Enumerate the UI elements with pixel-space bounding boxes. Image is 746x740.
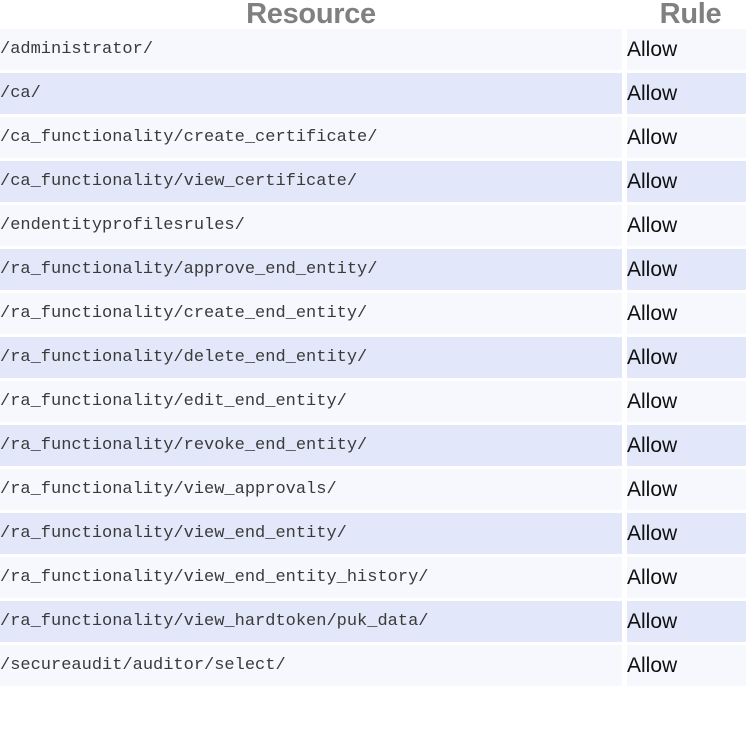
rule-cell: Allow: [627, 557, 746, 601]
resource-cell: /ca/: [0, 73, 622, 117]
resource-cell: /endentityprofilesrules/: [0, 205, 622, 249]
column-gutter: [622, 513, 627, 557]
table-header-row: Resource Rule: [0, 0, 746, 29]
resource-cell: /ra_functionality/view_end_entity_histor…: [0, 557, 622, 601]
table-row[interactable]: /ra_functionality/approve_end_entity/All…: [0, 249, 746, 293]
resource-cell: /secureaudit/auditor/select/: [0, 645, 622, 689]
column-header-resource[interactable]: Resource: [0, 0, 622, 29]
column-header-rule[interactable]: Rule: [627, 0, 746, 29]
resource-cell: /ra_functionality/view_hardtoken/puk_dat…: [0, 601, 622, 645]
column-gutter: [622, 337, 627, 381]
rule-cell: Allow: [627, 249, 746, 293]
column-gutter: [622, 645, 627, 689]
resource-cell: /ra_functionality/view_approvals/: [0, 469, 622, 513]
table-row[interactable]: /ra_functionality/view_end_entity_histor…: [0, 557, 746, 601]
rule-cell: Allow: [627, 337, 746, 381]
rule-cell: Allow: [627, 469, 746, 513]
rule-cell: Allow: [627, 117, 746, 161]
rule-cell: Allow: [627, 205, 746, 249]
table-row[interactable]: /endentityprofilesrules/Allow: [0, 205, 746, 249]
table-row[interactable]: /ra_functionality/view_hardtoken/puk_dat…: [0, 601, 746, 645]
table-row[interactable]: /ra_functionality/view_end_entity/Allow: [0, 513, 746, 557]
column-gutter: [622, 425, 627, 469]
access-rules-table: Resource Rule /administrator/Allow/ca/Al…: [0, 0, 746, 689]
rule-cell: Allow: [627, 425, 746, 469]
resource-cell: /ra_functionality/edit_end_entity/: [0, 381, 622, 425]
rule-cell: Allow: [627, 645, 746, 689]
resource-cell: /ra_functionality/revoke_end_entity/: [0, 425, 622, 469]
table-row[interactable]: /administrator/Allow: [0, 29, 746, 73]
column-gutter: [622, 557, 627, 601]
column-gutter: [622, 469, 627, 513]
column-gutter: [622, 249, 627, 293]
resource-cell: /ra_functionality/delete_end_entity/: [0, 337, 622, 381]
table-row[interactable]: /ca_functionality/view_certificate/Allow: [0, 161, 746, 205]
table-header: Resource Rule: [0, 0, 746, 29]
resource-cell: /administrator/: [0, 29, 622, 73]
rule-cell: Allow: [627, 73, 746, 117]
column-gutter: [622, 205, 627, 249]
resource-cell: /ra_functionality/approve_end_entity/: [0, 249, 622, 293]
table-row[interactable]: /ra_functionality/create_end_entity/Allo…: [0, 293, 746, 337]
table-body: /administrator/Allow/ca/Allow/ca_functio…: [0, 29, 746, 689]
table-row[interactable]: /secureaudit/auditor/select/Allow: [0, 645, 746, 689]
column-gutter: [622, 601, 627, 645]
rule-cell: Allow: [627, 601, 746, 645]
rule-cell: Allow: [627, 161, 746, 205]
column-gutter: [622, 381, 627, 425]
rule-cell: Allow: [627, 293, 746, 337]
resource-cell: /ra_functionality/view_end_entity/: [0, 513, 622, 557]
rule-cell: Allow: [627, 513, 746, 557]
resource-cell: /ra_functionality/create_end_entity/: [0, 293, 622, 337]
table-row[interactable]: /ra_functionality/view_approvals/Allow: [0, 469, 746, 513]
resource-cell: /ca_functionality/view_certificate/: [0, 161, 622, 205]
column-gutter: [622, 293, 627, 337]
column-gutter: [622, 117, 627, 161]
column-gutter: [622, 161, 627, 205]
table-row[interactable]: /ca/Allow: [0, 73, 746, 117]
resource-cell: /ca_functionality/create_certificate/: [0, 117, 622, 161]
table-row[interactable]: /ca_functionality/create_certificate/All…: [0, 117, 746, 161]
column-gutter: [622, 29, 627, 73]
rule-cell: Allow: [627, 29, 746, 73]
table-row[interactable]: /ra_functionality/edit_end_entity/Allow: [0, 381, 746, 425]
column-gutter-header: [622, 0, 627, 29]
rule-cell: Allow: [627, 381, 746, 425]
table-row[interactable]: /ra_functionality/delete_end_entity/Allo…: [0, 337, 746, 381]
table-row[interactable]: /ra_functionality/revoke_end_entity/Allo…: [0, 425, 746, 469]
column-gutter: [622, 73, 627, 117]
